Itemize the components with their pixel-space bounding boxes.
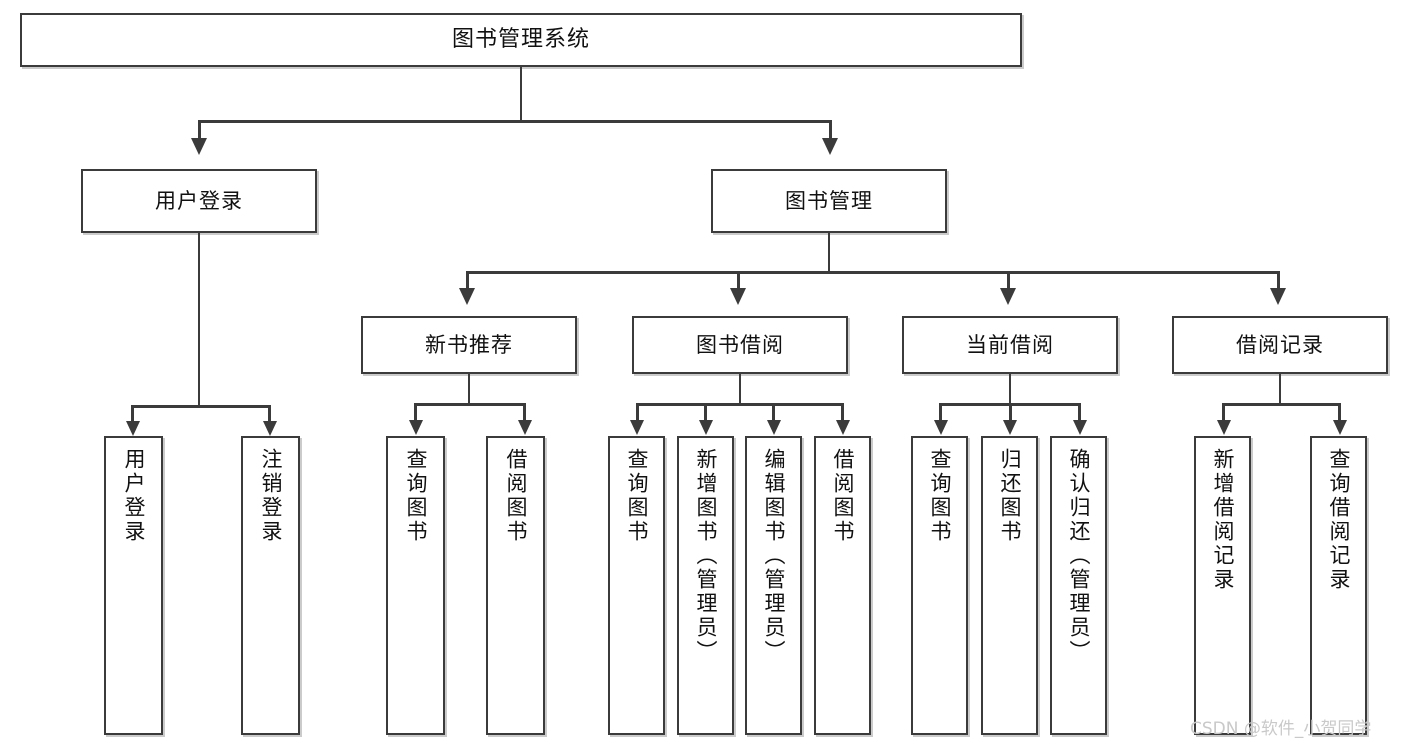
arrow-to-leaf-query-book-3 (934, 420, 948, 435)
node-leaf-query-book-3[interactable]: 查询图书 (911, 436, 968, 735)
node-leaf-borrow-book-2-label: 借阅图书 (831, 448, 855, 544)
node-leaf-add-record-label: 新增借阅记录 (1211, 448, 1235, 592)
node-user-login[interactable]: 用户登录 (81, 169, 317, 233)
node-leaf-return-book[interactable]: 归还图书 (981, 436, 1038, 735)
arrow-to-book-borrow (730, 288, 746, 305)
node-leaf-query-book-1-label: 查询图书 (404, 448, 428, 544)
node-leaf-confirm-return-label: 确认归还（管理员） (1067, 448, 1091, 664)
connector-br-bus (1222, 403, 1341, 406)
node-leaf-borrow-book-1-label: 借阅图书 (504, 448, 528, 544)
connector-root-drop-right (829, 120, 832, 140)
connector-book-management-bus (466, 271, 1280, 274)
node-book-management-label: 图书管理 (785, 188, 873, 213)
node-root[interactable]: 图书管理系统 (20, 13, 1022, 67)
connector-user-login-drop-1 (131, 405, 134, 423)
node-book-borrow[interactable]: 图书借阅 (632, 316, 848, 374)
connector-book-management-stem (828, 233, 830, 273)
connector-user-login-bus (131, 405, 271, 408)
arrow-to-leaf-query-record (1333, 420, 1347, 435)
arrow-to-borrow-record (1270, 288, 1286, 305)
node-leaf-query-book-2[interactable]: 查询图书 (608, 436, 665, 735)
connector-nbr-drop-2 (523, 403, 526, 421)
arrow-to-leaf-edit-book (767, 420, 781, 435)
connector-root-stem (520, 67, 522, 121)
connector-cb-drop-2 (1009, 403, 1012, 421)
arrow-to-leaf-query-book-2 (630, 420, 644, 435)
node-borrow-record-label: 借阅记录 (1236, 332, 1324, 357)
arrow-to-new-book-recommend (459, 288, 475, 305)
arrow-to-leaf-add-record (1217, 420, 1231, 435)
node-leaf-borrow-book-1[interactable]: 借阅图书 (486, 436, 545, 735)
arrow-to-leaf-query-book-1 (409, 420, 423, 435)
arrow-to-leaf-user-login (126, 421, 140, 436)
connector-bb-drop-2 (704, 403, 707, 421)
connector-bm-drop-2 (737, 271, 740, 289)
arrow-to-user-login (191, 138, 207, 155)
node-leaf-query-record[interactable]: 查询借阅记录 (1310, 436, 1367, 735)
connector-root-drop-left (198, 120, 201, 140)
connector-cb-stem (1009, 374, 1011, 405)
node-leaf-query-record-label: 查询借阅记录 (1327, 448, 1351, 592)
node-book-management[interactable]: 图书管理 (711, 169, 947, 233)
connector-user-login-stem (198, 233, 200, 406)
node-new-book-recommend-label: 新书推荐 (425, 332, 513, 357)
node-leaf-user-logout-label: 注销登录 (259, 448, 283, 544)
node-current-borrow[interactable]: 当前借阅 (902, 316, 1118, 374)
node-borrow-record[interactable]: 借阅记录 (1172, 316, 1388, 374)
connector-root-bus (198, 120, 832, 123)
connector-nbr-stem (468, 374, 470, 405)
node-current-borrow-label: 当前借阅 (966, 332, 1054, 357)
node-leaf-edit-book-label: 编辑图书（管理员） (762, 448, 786, 664)
connector-br-drop-2 (1338, 403, 1341, 421)
connector-nbr-drop-1 (414, 403, 417, 421)
connector-bm-drop-4 (1277, 271, 1280, 289)
connector-bb-stem (739, 374, 741, 405)
node-leaf-return-book-label: 归还图书 (998, 448, 1022, 544)
node-leaf-query-book-2-label: 查询图书 (625, 448, 649, 544)
connector-bb-drop-4 (841, 403, 844, 421)
arrow-to-leaf-add-book (699, 420, 713, 435)
connector-bb-drop-3 (772, 403, 775, 421)
node-leaf-user-login[interactable]: 用户登录 (104, 436, 163, 735)
connector-cb-drop-3 (1078, 403, 1081, 421)
node-leaf-add-book-label: 新增图书（管理员） (694, 448, 718, 664)
connector-cb-drop-1 (939, 403, 942, 421)
node-leaf-add-record[interactable]: 新增借阅记录 (1194, 436, 1251, 735)
arrow-to-leaf-borrow-book-1 (518, 420, 532, 435)
connector-bm-drop-1 (466, 271, 469, 289)
arrow-to-leaf-confirm-return (1073, 420, 1087, 435)
node-leaf-query-book-1[interactable]: 查询图书 (386, 436, 445, 735)
connector-user-login-drop-2 (268, 405, 271, 423)
connector-br-stem (1279, 374, 1281, 405)
node-book-borrow-label: 图书借阅 (696, 332, 784, 357)
node-leaf-borrow-book-2[interactable]: 借阅图书 (814, 436, 871, 735)
connector-nbr-bus (414, 403, 526, 406)
node-leaf-edit-book[interactable]: 编辑图书（管理员） (745, 436, 802, 735)
arrow-to-leaf-return-book (1003, 420, 1017, 435)
node-root-label: 图书管理系统 (451, 27, 590, 53)
connector-bm-drop-3 (1007, 271, 1010, 289)
node-leaf-query-book-3-label: 查询图书 (928, 448, 952, 544)
arrow-to-current-borrow (1000, 288, 1016, 305)
node-leaf-user-logout[interactable]: 注销登录 (241, 436, 300, 735)
connector-bb-bus (636, 403, 844, 406)
arrow-to-book-management (822, 138, 838, 155)
watermark-text: CSDN @软件_小贺同学 (1190, 719, 1372, 739)
node-leaf-user-login-label: 用户登录 (122, 448, 146, 544)
node-new-book-recommend[interactable]: 新书推荐 (361, 316, 577, 374)
connector-br-drop-1 (1222, 403, 1225, 421)
node-user-login-label: 用户登录 (155, 188, 243, 213)
node-leaf-add-book[interactable]: 新增图书（管理员） (677, 436, 734, 735)
node-leaf-confirm-return[interactable]: 确认归还（管理员） (1050, 436, 1107, 735)
connector-bb-drop-1 (636, 403, 639, 421)
arrow-to-leaf-borrow-book-2 (836, 420, 850, 435)
arrow-to-leaf-user-logout (263, 421, 277, 436)
